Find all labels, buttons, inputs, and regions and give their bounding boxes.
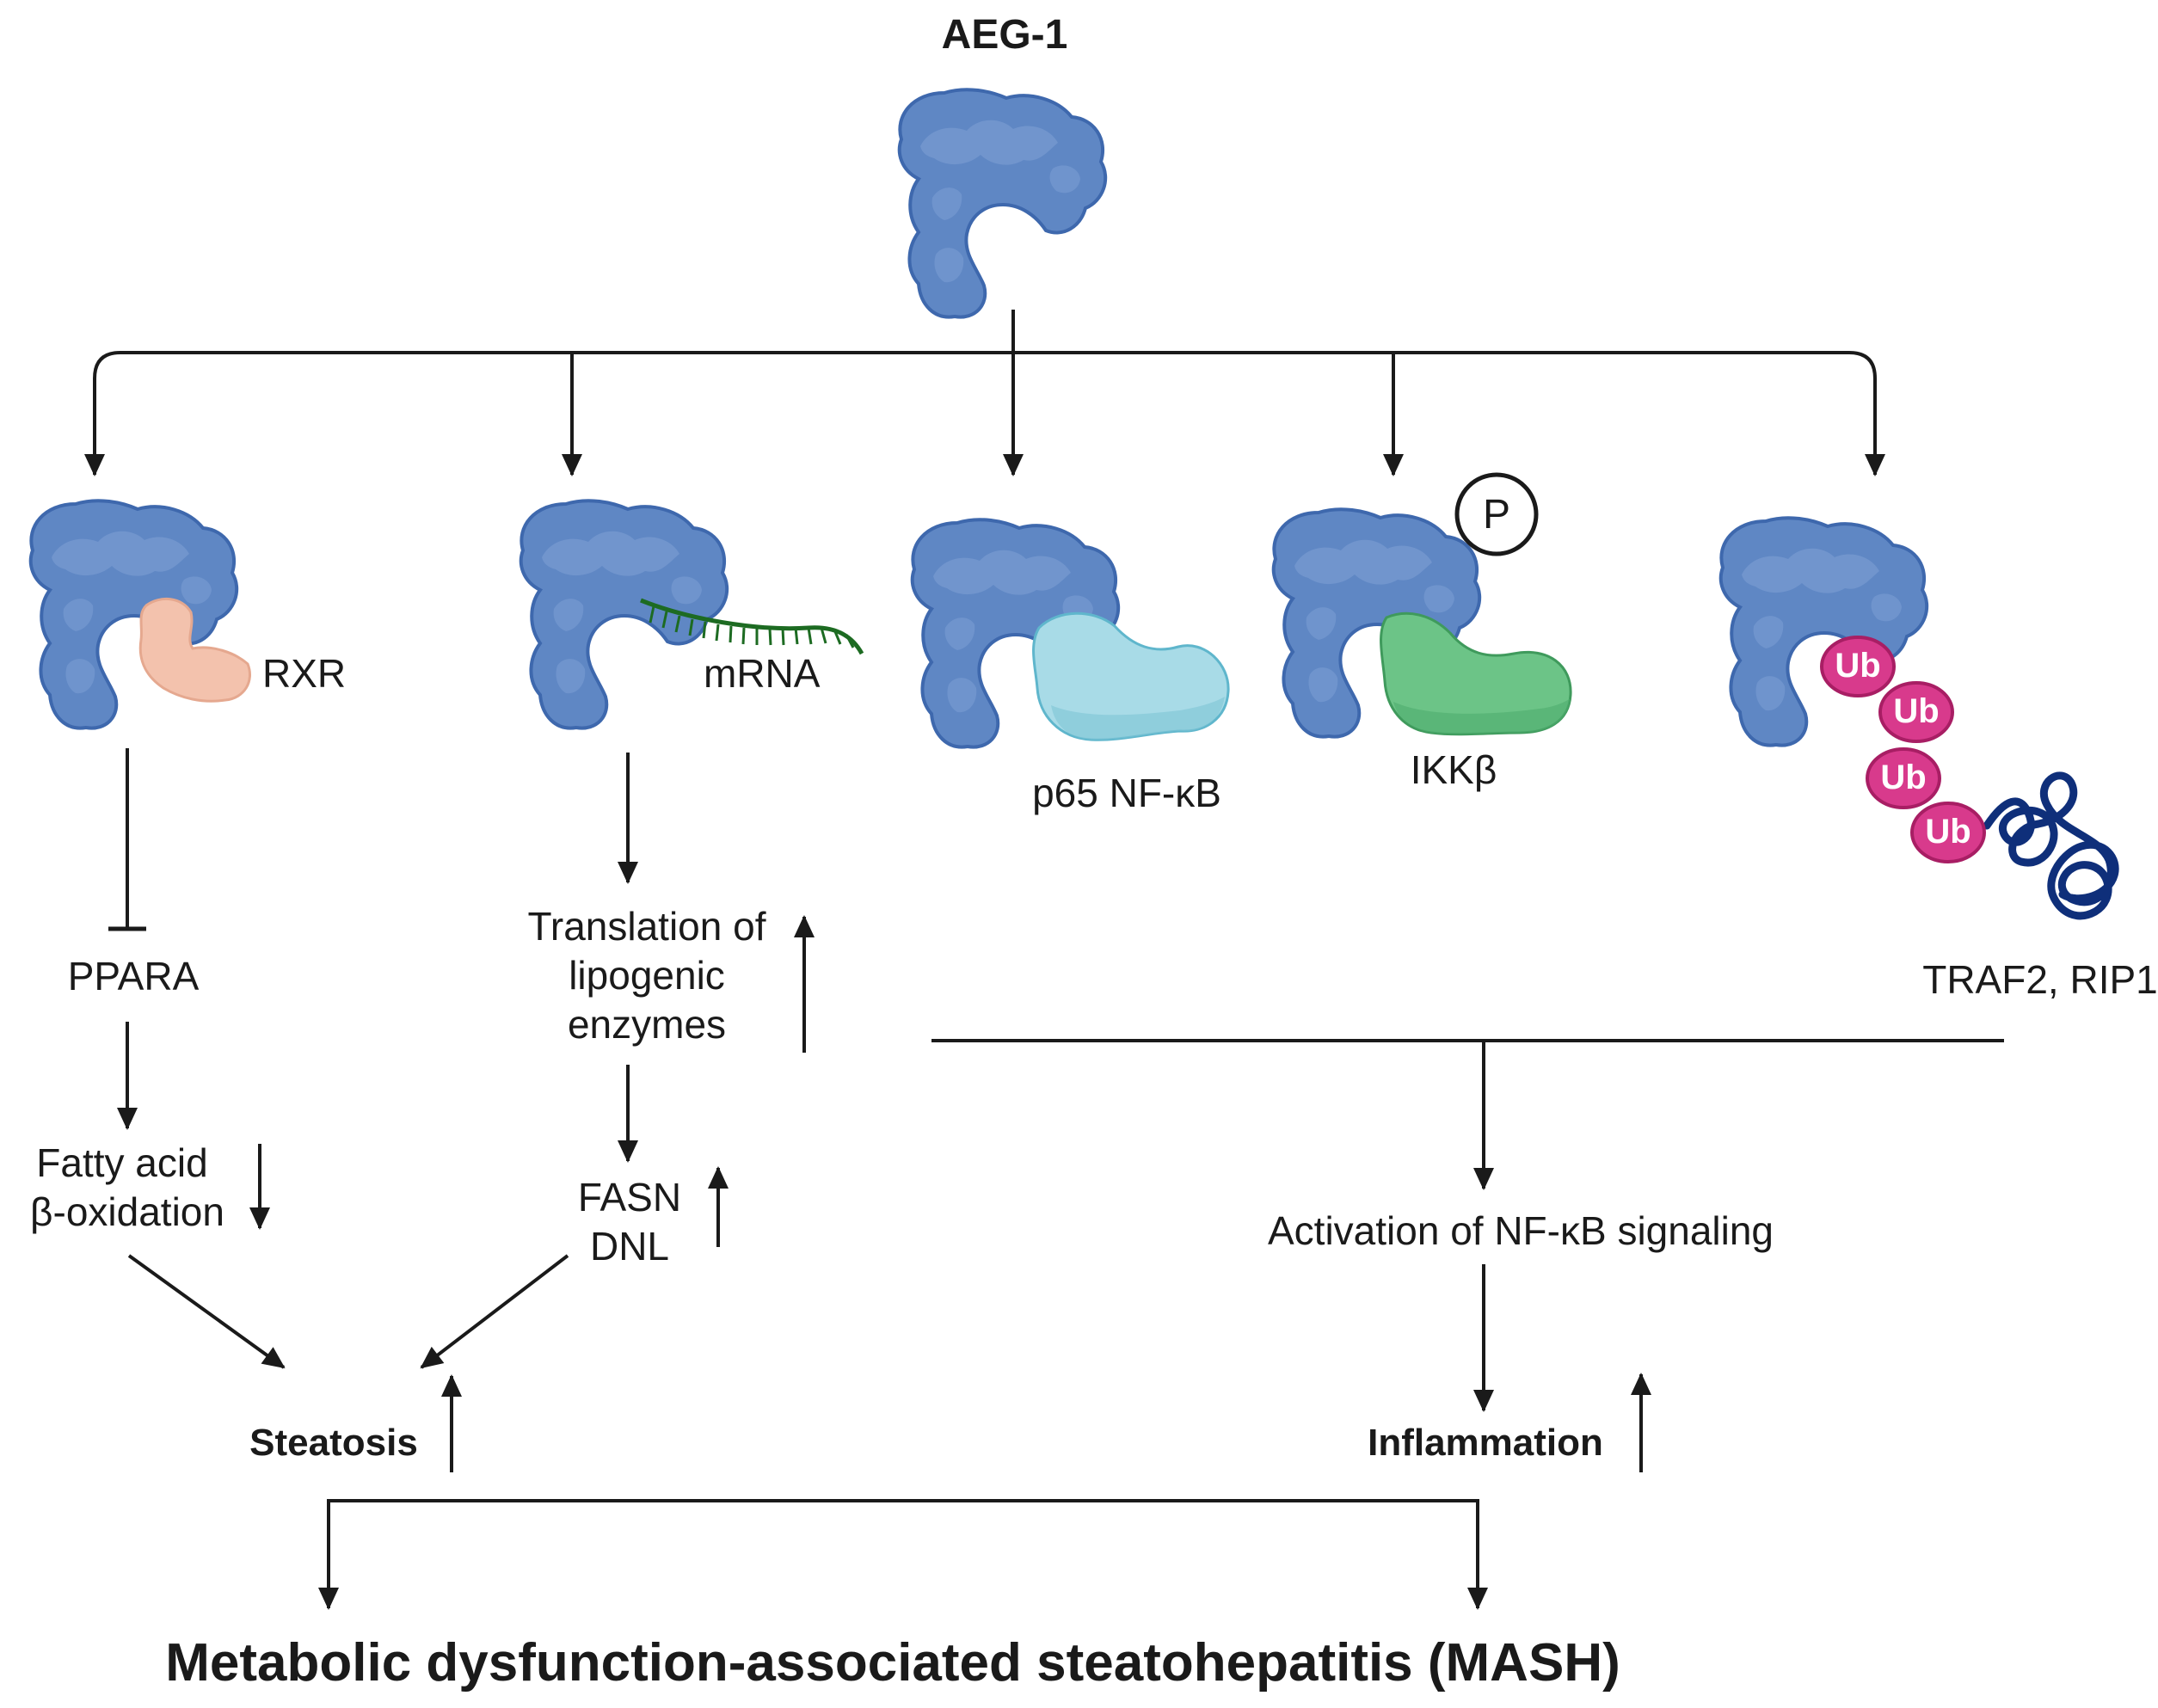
- ub-label-1: Ub: [1835, 647, 1881, 685]
- ub-label-2: Ub: [1893, 692, 1940, 730]
- phospho-label: P: [1482, 492, 1511, 538]
- mrna-label: mRNA: [704, 651, 821, 696]
- inflammation-label: Inflammation: [1368, 1422, 1603, 1464]
- traf-coil: [1983, 771, 2119, 920]
- translation-line2: lipogenic: [569, 953, 725, 998]
- diagram-title: AEG-1: [941, 12, 1068, 58]
- rxr-shape: [138, 597, 251, 703]
- fatty-acid-line2: β-oxidation: [30, 1189, 224, 1234]
- traf-label: TRAF2, RIP1: [1922, 957, 2158, 1002]
- translation-line3: enzymes: [567, 1002, 727, 1047]
- steatosis-label: Steatosis: [249, 1422, 418, 1464]
- arrow-fatty-steatosis: [127, 1254, 286, 1369]
- p65-shape: [1032, 611, 1230, 741]
- rxr-label: RXR: [262, 651, 347, 696]
- aeg1-protein: [897, 88, 1108, 319]
- fasn-label: FASN: [577, 1175, 682, 1220]
- ub-label-3: Ub: [1880, 759, 1927, 796]
- branch-bracket: [93, 351, 1877, 475]
- ub-label-4: Ub: [1925, 813, 1971, 851]
- arrow-fasn-steatosis: [420, 1254, 569, 1369]
- mash-title: Metabolic dysfunction-associated steatoh…: [165, 1633, 1620, 1693]
- mash-bracket: [327, 1499, 1479, 1600]
- dnl-label: DNL: [589, 1224, 670, 1269]
- nfkb-activation-label: Activation of NF-κB signaling: [1267, 1208, 1774, 1253]
- p65-label: p65 NF-κB: [1032, 771, 1221, 815]
- fatty-acid-line1: Fatty acid: [36, 1140, 208, 1185]
- mrna-ticks: [649, 605, 855, 648]
- ppara-label: PPARA: [67, 954, 200, 998]
- ikk-label: IKKβ: [1410, 747, 1497, 792]
- translation-line1: Translation of: [527, 904, 766, 949]
- aeg1-mrna-protein: [519, 499, 729, 730]
- phospho-circle: [1454, 472, 1539, 556]
